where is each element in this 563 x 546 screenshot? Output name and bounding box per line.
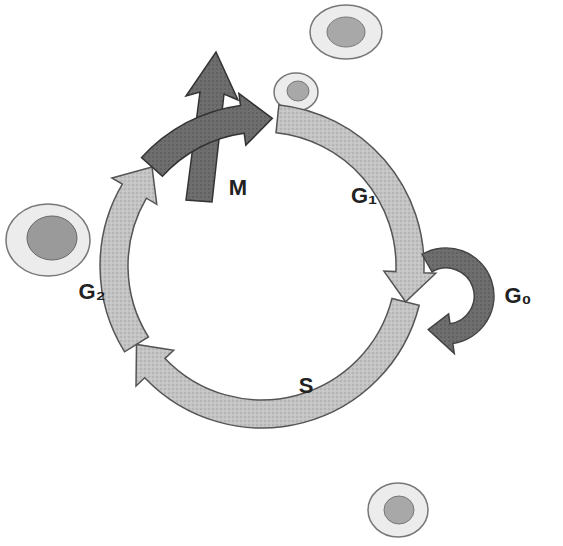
s-arrow [136,298,419,428]
m-arrow [142,94,273,177]
phase-label: G₂ [79,281,106,303]
g0-loop-arrow [422,248,494,353]
phase-label: G₀ [504,285,531,307]
cell [310,5,382,59]
phase-label: S [299,375,314,397]
phase-label: G₁ [351,185,377,207]
phase-label: M [229,177,247,199]
cell [6,204,90,276]
cell [368,483,428,537]
g2-arrow [100,167,157,352]
g1-arrow [276,105,436,302]
